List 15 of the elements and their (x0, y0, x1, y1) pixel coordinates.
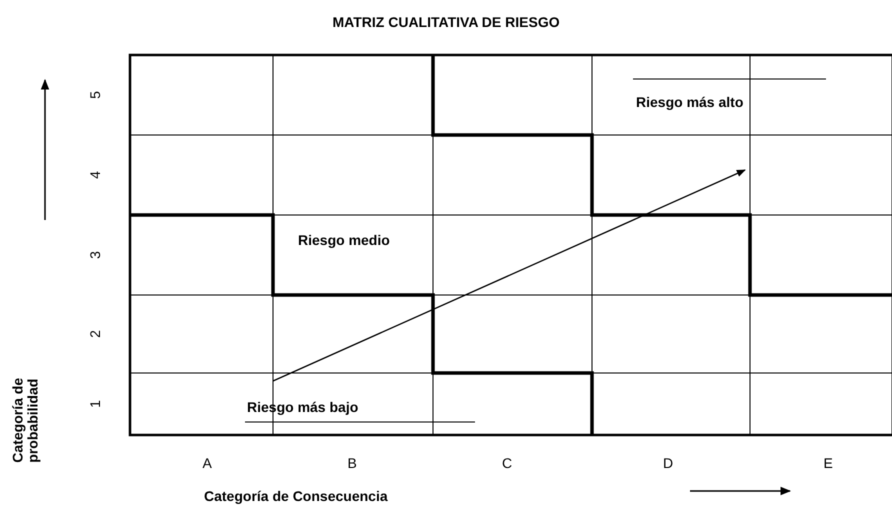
axis-tick-label: B (348, 455, 357, 471)
axis-tick-label: E (824, 455, 833, 471)
axis-tick-label: 3 (86, 251, 103, 259)
axis-tick-label: 5 (86, 91, 103, 99)
zone-label: Riesgo más alto (636, 94, 744, 110)
axis-tick-label: 4 (86, 171, 103, 179)
axis-tick-label: D (663, 455, 674, 471)
axis-tick-label: 2 (86, 330, 103, 338)
axis-title: Categoría de probabilidad (10, 376, 40, 462)
diagram-title: MATRIZ CUALITATIVA DE RIESGO (332, 14, 560, 30)
axis-tick-label: 1 (86, 400, 103, 408)
axis-tick-label: A (202, 455, 212, 471)
axis-tick-label: C (502, 455, 512, 471)
zone-label: Riesgo medio (298, 232, 390, 248)
axis-title: Categoría de Consecuencia (204, 488, 388, 504)
